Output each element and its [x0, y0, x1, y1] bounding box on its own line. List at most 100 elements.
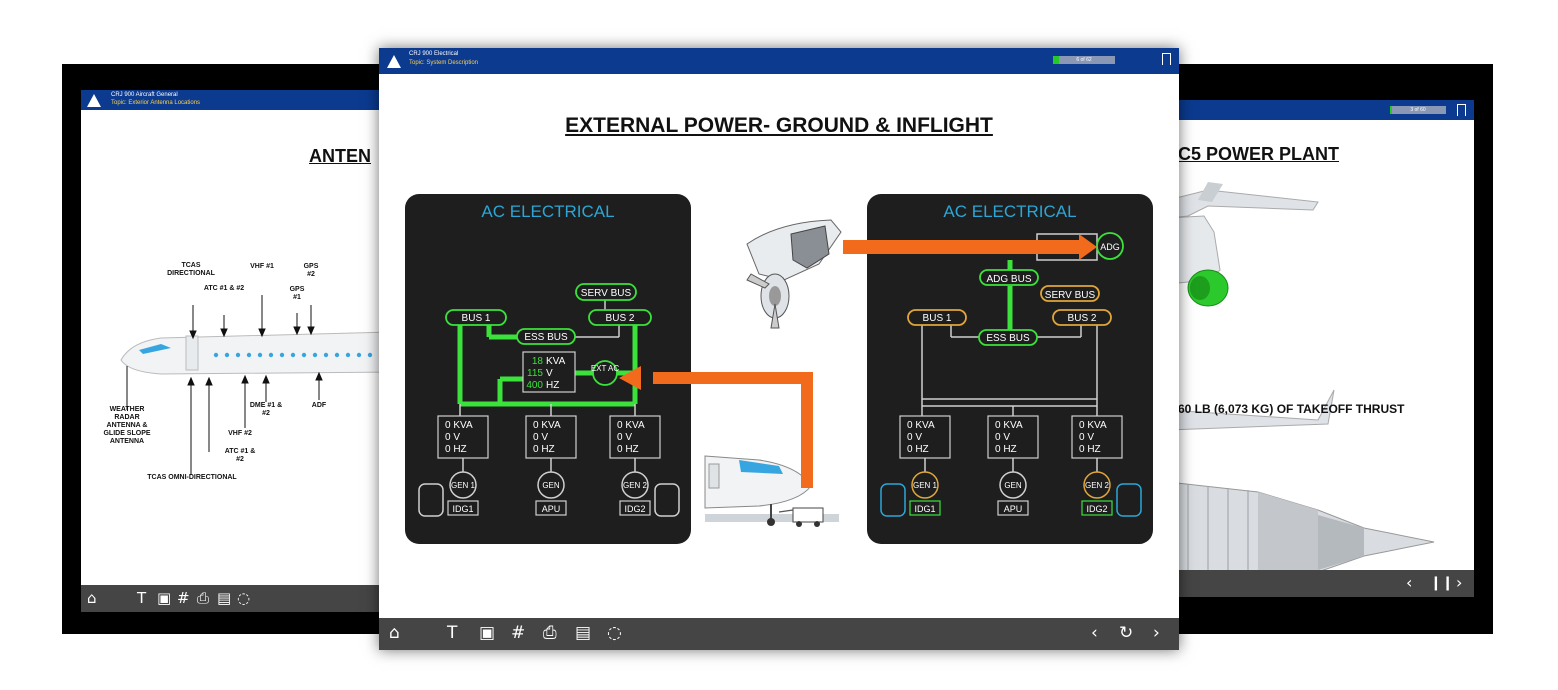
- home-icon[interactable]: ⌂: [87, 589, 97, 607]
- slide-title: EXTERNAL POWER- GROUND & INFLIGHT: [565, 114, 993, 137]
- callout-vhf2: VHF #2: [228, 430, 252, 437]
- gen-readout-v: 0 V: [1079, 432, 1094, 443]
- gen-readout-v: 0 V: [995, 432, 1010, 443]
- source-label: APU: [542, 504, 561, 514]
- callout-tcas-omni: TCAS OMNI-DIRECTIONAL: [147, 474, 237, 481]
- svg-text:18: 18: [532, 356, 544, 367]
- chat-icon[interactable]: ◌: [237, 589, 251, 607]
- source-box: [619, 500, 651, 516]
- right-course-window: 3 of 60 C5 POWER PLANT 60 LB (6,073 KG) …: [1168, 64, 1493, 634]
- hash-icon[interactable]: #: [177, 589, 190, 607]
- gen-readout-kva: 0 KVA: [907, 420, 935, 431]
- gen-readout-kva: 0 KVA: [445, 420, 473, 431]
- center-slide: EXTERNAL POWER- GROUND & INFLIGHT AC ELE…: [379, 74, 1179, 618]
- left-window-header: CRJ 900 Aircraft General Topic: Exterior…: [81, 90, 392, 110]
- ess-bus-label: ESS BUS: [986, 333, 1030, 344]
- callout-dme: DME #1 & #2: [249, 402, 283, 417]
- left-window-footer: ⌂ T ▣ # ⎙ ▤ ◌: [81, 585, 392, 612]
- gen-readout-hz: 0 HZ: [617, 444, 639, 455]
- source-box: [1081, 500, 1113, 516]
- print-icon[interactable]: ⎙: [197, 589, 210, 607]
- topic-title: Topic: Exterior Antenna Locations: [111, 100, 201, 106]
- gen-readout-hz: 0 HZ: [445, 444, 467, 455]
- svg-text:KVA: KVA: [546, 356, 566, 367]
- bus1-label: BUS 1: [923, 313, 952, 324]
- generator-label: GEN: [542, 481, 560, 490]
- pause-icon[interactable]: ❙❙: [1430, 575, 1454, 591]
- replay-icon[interactable]: ↻: [1119, 623, 1134, 643]
- right-window-footer: ‹ ❙❙ ›: [1168, 570, 1474, 597]
- video-icon[interactable]: ▣: [157, 589, 172, 607]
- source-label: IDG2: [1086, 504, 1107, 514]
- gen-readout-hz: 0 HZ: [995, 444, 1017, 455]
- generator-icon: [621, 471, 649, 499]
- previous-icon[interactable]: ‹: [1406, 573, 1413, 592]
- slide-title: C5 POWER PLANT: [1178, 144, 1340, 164]
- source-box: [909, 500, 941, 516]
- ess-bus-label: ESS BUS: [524, 332, 568, 343]
- aircraft-antenna-diagram: [120, 295, 392, 475]
- ac-bus-diagram: SERV BUS BUS 1 BUS 2 ESS BUS 18 KVA 115 …: [418, 283, 680, 517]
- thrust-text: 60 LB (6,073 KG) OF TAKEOFF THRUST: [1178, 402, 1405, 416]
- text-icon[interactable]: T: [447, 623, 458, 643]
- slide-title: ANTEN: [309, 146, 371, 166]
- gen-readout-box: [437, 415, 489, 459]
- gen-readout-v: 0 V: [617, 432, 632, 443]
- svg-text:115: 115: [527, 368, 543, 379]
- callout-atc-top: ATC #1 & #2: [203, 285, 245, 292]
- serv-bus-label: SERV BUS: [1045, 290, 1096, 301]
- gen-readout-v: 0 V: [533, 432, 548, 443]
- engine-icon: [880, 483, 906, 517]
- bus2-label: BUS 2: [606, 313, 635, 324]
- gen-readout-hz: 0 HZ: [533, 444, 555, 455]
- callout-gps1: GPS #1: [289, 286, 305, 301]
- course-title: CRJ 900 Electrical: [409, 51, 459, 57]
- text-icon[interactable]: T: [137, 589, 147, 607]
- engine-icon: [654, 483, 680, 517]
- hash-icon[interactable]: #: [511, 623, 526, 643]
- gen-readout-kva: 0 KVA: [533, 420, 561, 431]
- gen-readout-kva: 0 KVA: [1079, 420, 1107, 431]
- bus1-label: BUS 1: [462, 313, 491, 324]
- calculator-icon[interactable]: ▤: [217, 589, 232, 607]
- svg-text:400: 400: [526, 380, 543, 391]
- bookmark-icon[interactable]: [1457, 104, 1466, 117]
- chat-icon[interactable]: ◌: [607, 623, 622, 643]
- left-course-window: CRJ 900 Aircraft General Topic: Exterior…: [62, 64, 392, 634]
- print-icon[interactable]: ⎙: [543, 623, 557, 643]
- source-label: APU: [1004, 504, 1023, 514]
- center-window-footer: ⌂ T ▣ # ⎙ ▤ ◌ ‹ ↻ ›: [379, 618, 1179, 650]
- generator-icon: [999, 471, 1027, 499]
- video-icon[interactable]: ▣: [479, 623, 496, 643]
- center-window-header: CRJ 900 Electrical Topic: System Descrip…: [379, 48, 1179, 74]
- topic-title: Topic: System Description: [409, 60, 479, 66]
- app-logo-icon: [387, 55, 401, 68]
- generator-label: GEN 2: [1085, 481, 1110, 490]
- gen-readout-box: [525, 415, 577, 459]
- panel-title: AC ELECTRICAL: [943, 202, 1077, 221]
- adg-label: ADG: [1100, 242, 1120, 252]
- next-icon[interactable]: ›: [1456, 573, 1463, 592]
- ext-ac-label: EXT AC: [591, 364, 620, 373]
- source-box: [447, 500, 479, 516]
- adg-turbine-illustration: [746, 219, 842, 329]
- generator-icon: [449, 471, 477, 499]
- bookmark-icon[interactable]: [1162, 53, 1171, 66]
- left-slide: ANTEN: [81, 110, 392, 586]
- right-progress-bar: 3 of 60: [1390, 106, 1446, 114]
- bus2-label: BUS 2: [1068, 313, 1097, 324]
- callout-atc-bottom: ATC #1 & #2: [224, 448, 256, 463]
- home-icon[interactable]: ⌂: [389, 623, 400, 643]
- engine-icon: [418, 483, 444, 517]
- generator-icon: [911, 471, 939, 499]
- source-label: IDG1: [452, 504, 473, 514]
- calculator-icon[interactable]: ▤: [575, 623, 592, 643]
- course-title: CRJ 900 Aircraft General: [111, 92, 178, 98]
- source-label: IDG1: [914, 504, 935, 514]
- power-flow-illustration: [619, 219, 1097, 527]
- callout-vhf1: VHF #1: [250, 263, 274, 270]
- generator-label: GEN 1: [451, 481, 476, 490]
- callout-adf: ADF: [311, 402, 327, 409]
- previous-icon[interactable]: ‹: [1091, 623, 1098, 643]
- next-icon[interactable]: ›: [1153, 623, 1160, 643]
